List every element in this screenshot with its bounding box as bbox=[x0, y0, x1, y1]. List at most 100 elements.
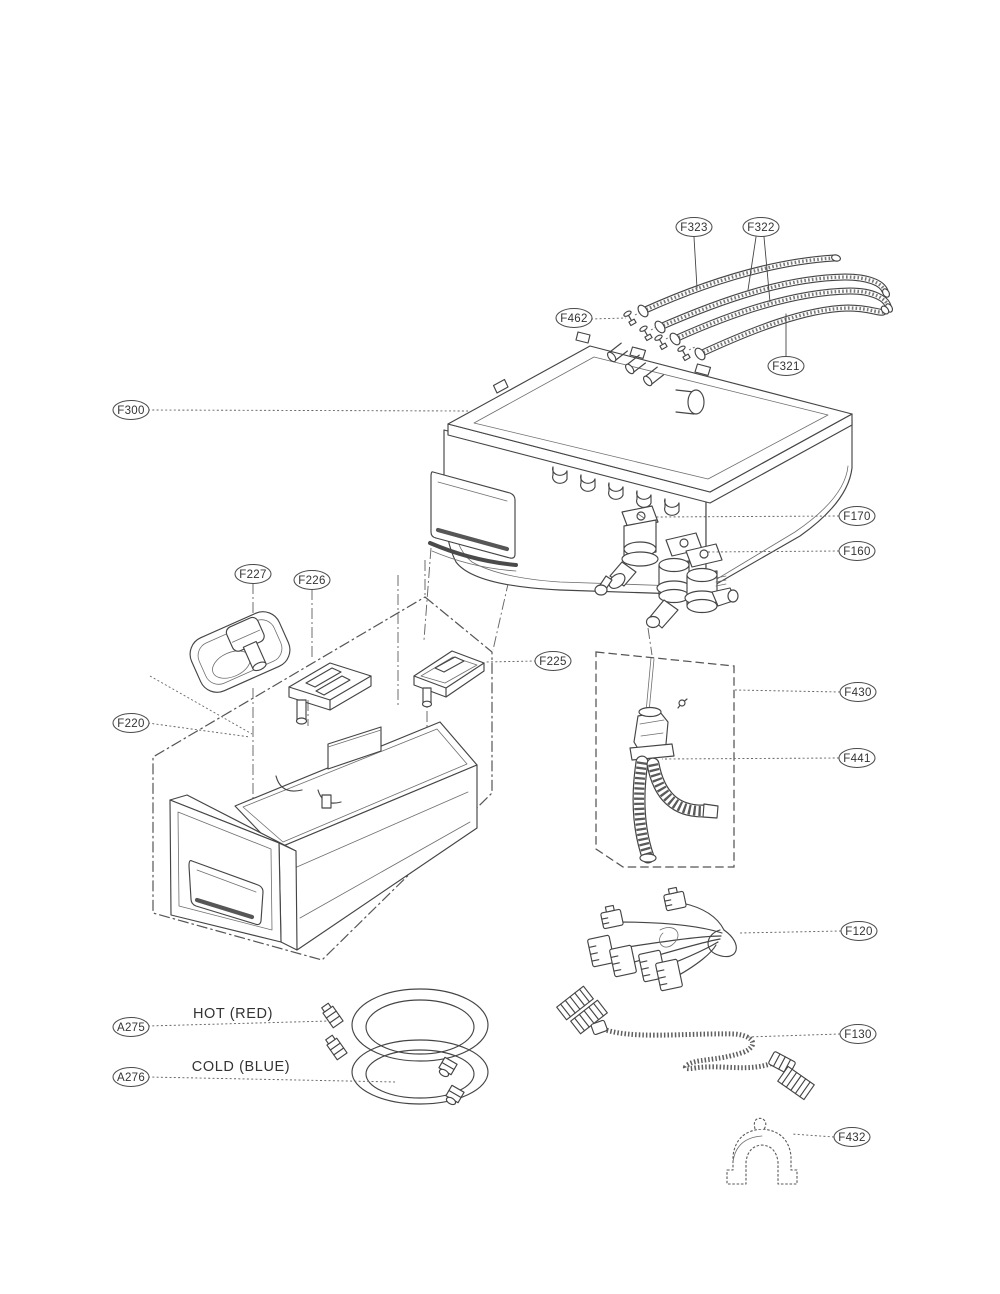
callout-label: F323 bbox=[680, 222, 707, 234]
hot-hose-annotation: HOT (RED) bbox=[193, 1006, 273, 1022]
hose-clamp-f432 bbox=[726, 1117, 798, 1185]
callout-bubble bbox=[767, 355, 805, 377]
housing-lid-tabs bbox=[492, 331, 712, 394]
cap-dish-outer bbox=[189, 611, 291, 693]
callout-label: F322 bbox=[747, 222, 774, 234]
callout-f321: F321 bbox=[767, 313, 805, 377]
drawer-ghost-box bbox=[152, 596, 493, 961]
callout-f322: F322 bbox=[742, 216, 780, 303]
housing-inlet-stubs bbox=[606, 342, 664, 387]
cable-connector-left bbox=[556, 985, 608, 1036]
align-f226-vertical bbox=[307, 589, 313, 726]
cold-hose-annotation: COLD (BLUE) bbox=[192, 1059, 290, 1075]
callout-f130: F130 bbox=[746, 1023, 877, 1045]
inlet-valve-single bbox=[594, 505, 659, 596]
callout-label: F432 bbox=[838, 1132, 865, 1144]
callout-label: F441 bbox=[843, 753, 870, 765]
hose-fittings bbox=[321, 1002, 465, 1106]
inlet-hose-1 bbox=[639, 254, 841, 315]
callout-f300: F300 bbox=[112, 399, 469, 421]
drain-hose-assembly bbox=[595, 651, 735, 868]
callout-label: A275 bbox=[117, 1022, 145, 1034]
callout-label: F226 bbox=[298, 575, 325, 587]
callout-bubble bbox=[534, 650, 572, 672]
callout-bubble bbox=[838, 505, 876, 527]
align-housing-left bbox=[423, 547, 432, 641]
drawer-panel-side bbox=[278, 842, 298, 951]
drawer-divider bbox=[327, 726, 382, 770]
drain-hose-box-outline bbox=[595, 651, 735, 868]
harness-connectors bbox=[587, 886, 687, 992]
callout-label: F300 bbox=[117, 405, 144, 417]
callout-label: F130 bbox=[844, 1029, 871, 1041]
callout-bubble bbox=[112, 399, 150, 421]
callout-label: F120 bbox=[845, 926, 872, 938]
callout-bubble bbox=[293, 569, 331, 591]
callout-f120: F120 bbox=[738, 920, 878, 942]
callout-label: F220 bbox=[117, 718, 144, 730]
wire-harness bbox=[587, 886, 737, 992]
siphon-insert-f226 bbox=[288, 662, 372, 725]
dispenser-drawer bbox=[169, 721, 478, 951]
callout-bubble bbox=[675, 216, 713, 238]
hot-hose-coil bbox=[351, 988, 489, 1062]
drawer-handle-recess bbox=[188, 859, 264, 926]
callout-bubble bbox=[838, 540, 876, 562]
callout-label: F321 bbox=[772, 361, 799, 373]
callout-bubble bbox=[840, 920, 878, 942]
curved-hose-cuff bbox=[702, 803, 719, 819]
housing-side-stub bbox=[675, 389, 705, 415]
supply-hoses bbox=[321, 988, 489, 1106]
inlet-hose-2 bbox=[656, 273, 891, 331]
inlet-hoses bbox=[623, 254, 894, 362]
inlet-hose-4 bbox=[696, 304, 890, 358]
align-valve-to-hose bbox=[647, 627, 653, 656]
callout-label: F160 bbox=[843, 546, 870, 558]
callout-f432: F432 bbox=[791, 1126, 871, 1148]
callout-bubble bbox=[839, 1023, 877, 1045]
callout-bubble bbox=[833, 1126, 871, 1148]
callout-bubble bbox=[555, 307, 593, 329]
callout-bubble bbox=[839, 681, 877, 703]
housing-hose-guides bbox=[552, 466, 680, 516]
callout-f225: F225 bbox=[485, 650, 572, 672]
cable-connector-right bbox=[768, 1051, 815, 1101]
water-inlet-valves bbox=[594, 505, 739, 629]
drain-hose-parts bbox=[629, 657, 719, 864]
callout-f441: F441 bbox=[661, 747, 876, 769]
callout-bubble bbox=[742, 216, 780, 238]
cold-hose-coil bbox=[351, 1039, 489, 1105]
callout-label: F227 bbox=[239, 569, 266, 581]
softener-cap bbox=[189, 611, 291, 693]
housing-right-face bbox=[705, 419, 853, 591]
callout-f323: F323 bbox=[675, 216, 713, 289]
callout-f430: F430 bbox=[734, 681, 877, 703]
housing-drawer-opening bbox=[428, 471, 518, 572]
inlet-valve-double bbox=[645, 532, 739, 629]
callouts: F323 F322 F462 F321 F300 F170 bbox=[112, 216, 878, 1148]
callout-a275: A275 bbox=[112, 1016, 330, 1038]
callout-bubble bbox=[112, 1016, 150, 1038]
callout-f226: F226 bbox=[293, 569, 331, 591]
callout-bubble bbox=[234, 563, 272, 585]
callout-label: F462 bbox=[560, 313, 587, 325]
callout-label: A276 bbox=[117, 1072, 145, 1084]
callout-f462: F462 bbox=[555, 307, 627, 329]
housing-lid-top bbox=[447, 345, 853, 493]
siphon-stem bbox=[296, 699, 307, 721]
siphon-insert-f225 bbox=[413, 650, 485, 708]
callout-label: F225 bbox=[539, 656, 566, 668]
hose-end-cuffs bbox=[637, 304, 706, 361]
callout-f160: F160 bbox=[705, 540, 876, 562]
callout-f220: F220 bbox=[112, 712, 251, 738]
callout-a276: A276 bbox=[112, 1066, 397, 1088]
callout-bubble bbox=[112, 712, 150, 734]
inlet-hose-3 bbox=[671, 287, 894, 343]
callout-label: F170 bbox=[843, 511, 870, 523]
align-f225-vertical bbox=[424, 560, 428, 748]
housing-lid-inner bbox=[473, 356, 829, 480]
callout-f227: F227 bbox=[234, 563, 272, 585]
callout-bubble bbox=[112, 1066, 150, 1088]
